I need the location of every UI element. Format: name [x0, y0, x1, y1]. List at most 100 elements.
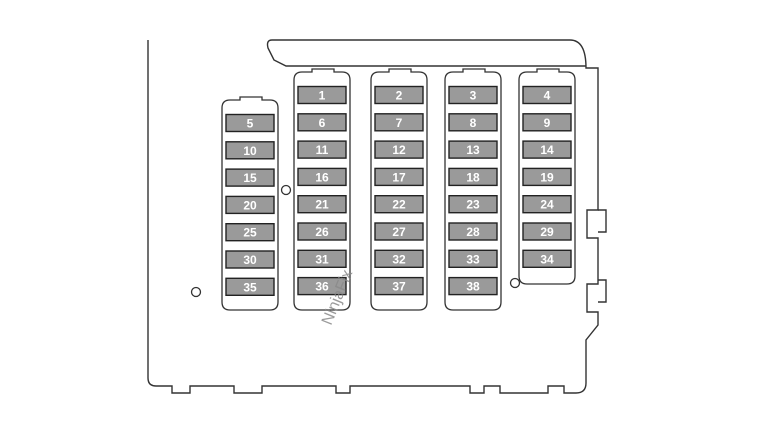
fuse-slot — [374, 140, 424, 159]
fuse-slot — [522, 140, 572, 159]
fuse-16: 16 — [297, 167, 347, 187]
fuse-slot — [522, 194, 572, 214]
fuse-slot — [225, 250, 275, 269]
fuse-33: 33 — [448, 249, 498, 269]
fuse-6: 6 — [297, 113, 347, 132]
fuse-slot — [448, 140, 498, 159]
fuse-31: 31 — [297, 249, 347, 269]
fuse-21: 21 — [297, 194, 347, 214]
fuse-slot — [374, 222, 424, 241]
fuse-slot — [522, 249, 572, 269]
fuse-slot — [374, 194, 424, 214]
fuse-number-label: 32 — [392, 252, 406, 266]
fuse-27: 27 — [374, 222, 424, 241]
fuse-5: 5 — [225, 113, 275, 133]
fuse-number-label: 23 — [466, 198, 480, 212]
fuse-slot — [522, 167, 572, 187]
fuse-column-3 — [370, 68, 428, 311]
fuse-slot — [225, 113, 275, 133]
fuse-slot — [225, 141, 275, 160]
fuse-number-label: 10 — [243, 144, 257, 158]
fuse-number-label: 4 — [544, 89, 551, 103]
fuse-slot — [374, 85, 424, 105]
fuse-slot — [448, 249, 498, 269]
fuse-3: 3 — [448, 85, 498, 105]
fuse-slot — [297, 194, 347, 214]
fuse-slot — [374, 113, 424, 132]
fuse-25: 25 — [225, 222, 275, 242]
fuse-23: 23 — [448, 194, 498, 214]
fuse-group: 5101520253035161116212631362712172227323… — [225, 85, 572, 296]
mounting-hole — [509, 277, 521, 289]
fuse-19: 19 — [522, 167, 572, 187]
fuse-column-4 — [444, 68, 502, 311]
fuse-2: 2 — [374, 85, 424, 105]
fuse-38: 38 — [448, 276, 498, 296]
fuse-29: 29 — [522, 222, 572, 241]
fuse-26: 26 — [297, 222, 347, 241]
fuse-slot — [225, 195, 275, 215]
fuse-slot — [448, 276, 498, 296]
fuse-17: 17 — [374, 167, 424, 187]
fuse-number-label: 17 — [392, 170, 406, 184]
fuse-number-label: 30 — [243, 253, 257, 267]
fuse-number-label: 2 — [396, 89, 403, 103]
fuse-slot — [297, 167, 347, 187]
fuse-slot — [448, 113, 498, 132]
fuse-12: 12 — [374, 140, 424, 159]
fuse-number-label: 36 — [315, 280, 329, 294]
mounting-hole — [190, 286, 202, 298]
fuse-slot — [448, 85, 498, 105]
fuse-7: 7 — [374, 113, 424, 132]
fuse-14: 14 — [522, 140, 572, 159]
fuse-10: 10 — [225, 141, 275, 160]
fuse-slot — [448, 167, 498, 187]
fuse-slot — [297, 85, 347, 105]
fuse-slot — [297, 249, 347, 269]
fuse-30: 30 — [225, 250, 275, 269]
fuse-11: 11 — [297, 140, 347, 159]
fuse-number-label: 26 — [315, 225, 329, 239]
fuse-28: 28 — [448, 222, 498, 241]
fuse-slot — [374, 276, 424, 296]
fuse-35: 35 — [225, 277, 275, 296]
fuse-24: 24 — [522, 194, 572, 214]
fuse-number-label: 14 — [540, 143, 554, 157]
fuse-slot — [297, 140, 347, 159]
fuse-number-label: 38 — [466, 280, 480, 294]
fuse-number-label: 37 — [392, 280, 406, 294]
fuse-32: 32 — [374, 249, 424, 269]
fuse-number-label: 29 — [540, 225, 554, 239]
fuse-slot — [297, 222, 347, 241]
fuse-4: 4 — [522, 85, 572, 105]
fuse-13: 13 — [448, 140, 498, 159]
fuse-number-label: 20 — [243, 198, 257, 212]
fuse-15: 15 — [225, 168, 275, 187]
fuse-number-label: 11 — [316, 143, 329, 157]
fuse-number-label: 21 — [315, 198, 329, 212]
fuse-36: 36 — [297, 276, 347, 296]
fuse-number-label: 12 — [392, 143, 406, 157]
right-tab-upper — [598, 209, 607, 233]
fuse-number-label: 3 — [470, 89, 477, 103]
fuse-8: 8 — [448, 113, 498, 132]
fuse-slot — [374, 167, 424, 187]
fuse-number-label: 34 — [540, 252, 554, 266]
fuse-number-label: 7 — [396, 116, 403, 130]
fuse-slot — [297, 113, 347, 132]
fuse-number-label: 18 — [466, 170, 480, 184]
fuse-slot — [448, 222, 498, 241]
fuse-number-label: 9 — [544, 116, 551, 130]
fuse-slot — [374, 249, 424, 269]
fuse-22: 22 — [374, 194, 424, 214]
fuse-number-label: 8 — [470, 116, 477, 130]
fuse-slot — [225, 277, 275, 296]
fuse-number-label: 27 — [392, 225, 406, 239]
fuse-number-label: 1 — [319, 89, 326, 103]
fuse-number-label: 33 — [466, 252, 480, 266]
fuse-20: 20 — [225, 195, 275, 215]
fuse-number-label: 16 — [315, 170, 329, 184]
fuse-slot — [522, 113, 572, 132]
fuse-slot — [225, 222, 275, 242]
